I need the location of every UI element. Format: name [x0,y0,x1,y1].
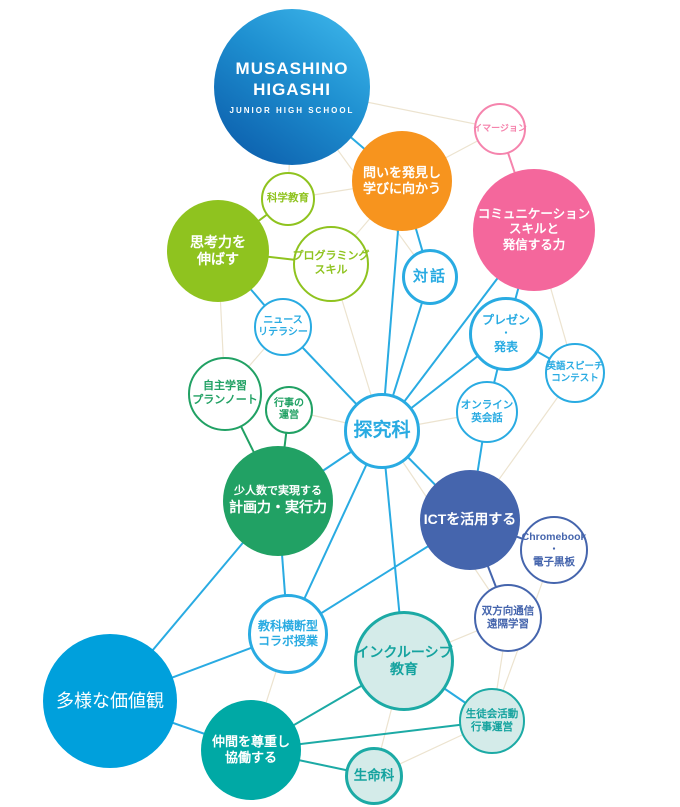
node-label: 計画力・実行力 [229,499,327,516]
node-dialogue: 対話 [402,249,458,305]
node-label: 運営 [279,410,299,421]
node-programming-skill: プログラミング スキル [292,226,370,302]
node-label: 発表 [493,339,518,354]
node-utilize-ict: ICTを活用する [420,470,520,570]
node-label: ニュース [263,314,303,326]
node-label: 発信する力 [502,237,566,252]
node-inclusive-education: インクルーシブ 教育 [354,611,454,711]
node-immersion: イマージョン [473,103,527,155]
node-label: 教科横断型 [257,619,318,633]
node-label: プレゼン [481,313,530,328]
node-label: 双方向通信 [481,604,535,617]
node-english-speech-contest: 英語スピーチ コンテスト [545,343,605,403]
node-label: コラボ授業 [257,634,318,648]
node-label: ・ [549,544,559,555]
node-label: 遠隔学習 [487,618,529,630]
node-label: Chromebook [521,531,587,544]
node-label: 問いを発見し [362,164,441,180]
node-science-education: 科学教育 [261,172,315,226]
node-label: 科学教育 [267,192,309,205]
node-respect-collaborate: 仲間を尊重し 協働する [201,700,301,800]
node-label: MUSASHINO [235,58,349,78]
node-label: オンライン [460,398,514,411]
node-cross-subject-collab: 教科横断型 コラボ授業 [248,594,328,674]
node-thinking-skills: 思考力を 伸ばす [167,200,269,302]
node-label: 英会話 [471,412,503,424]
node-remote-learning: 双方向通信 遠隔学習 [474,584,542,652]
node-label: 生命科 [353,767,395,783]
node-inquiry-department: 探究科 [344,393,420,469]
node-chromebook-blackboard: Chromebook ・ 電子黒板 [520,516,588,584]
node-life-department: 生命科 [345,747,403,805]
node-online-english: オンライン 英会話 [456,381,518,443]
node-label: スキル [314,264,348,276]
node-label: 生徒会活動 [465,707,519,720]
node-news-literacy: ニュース リテラシー [254,298,312,356]
node-label: 思考力を [190,233,246,250]
node-label: プランノート [192,394,258,406]
node-discover-questions: 問いを発見し 学びに向かう [352,131,452,231]
node-label: 対話 [412,267,447,285]
node-label: ・ [501,328,511,339]
node-label: 英語スピーチ [546,361,604,373]
node-label: スキルと [508,222,559,237]
node-label: 伸ばす [197,251,239,267]
node-label: JUNIOR HIGH SCHOOL [229,106,355,116]
node-label: リテラシー [258,327,308,338]
node-label: インクルーシブ [355,643,453,660]
node-diverse-values: 多様な価値観 [43,634,177,768]
node-label: HIGASHI [253,80,331,99]
node-student-council: 生徒会活動 行事運営 [459,688,525,754]
node-label: 自主学習 [203,380,247,393]
node-presentation: プレゼン ・ 発表 [469,297,543,371]
node-label: 探究科 [353,420,411,442]
node-label: 多様な価値観 [56,690,164,711]
node-label: 電子黒板 [533,555,575,568]
node-label: 少人数で実現する [234,485,322,498]
node-label: プログラミング [292,250,370,263]
node-label: ICTを活用する [423,511,517,528]
node-self-study-plan-note: 自主学習 プランノート [188,357,262,431]
node-musashino-higashi: MUSASHINO HIGASHI JUNIOR HIGH SCHOOL [214,9,370,165]
node-planning-execution: 少人数で実現する 計画力・実行力 [223,446,333,556]
node-event-management: 行事の 運営 [265,386,313,434]
node-label: コンテスト [551,373,599,384]
node-label: 仲間を尊重し [211,733,290,749]
node-label: 行事運営 [471,721,513,733]
node-label: 学びに向かう [362,181,441,196]
node-label: イマージョン [473,123,527,134]
node-label: 教育 [390,661,418,677]
node-label: 行事の [274,397,304,409]
node-label: コミュニケーション [477,206,591,221]
node-communication-skills: コミュニケーション スキルと 発信する力 [473,169,595,291]
node-label: 協働する [224,750,277,765]
